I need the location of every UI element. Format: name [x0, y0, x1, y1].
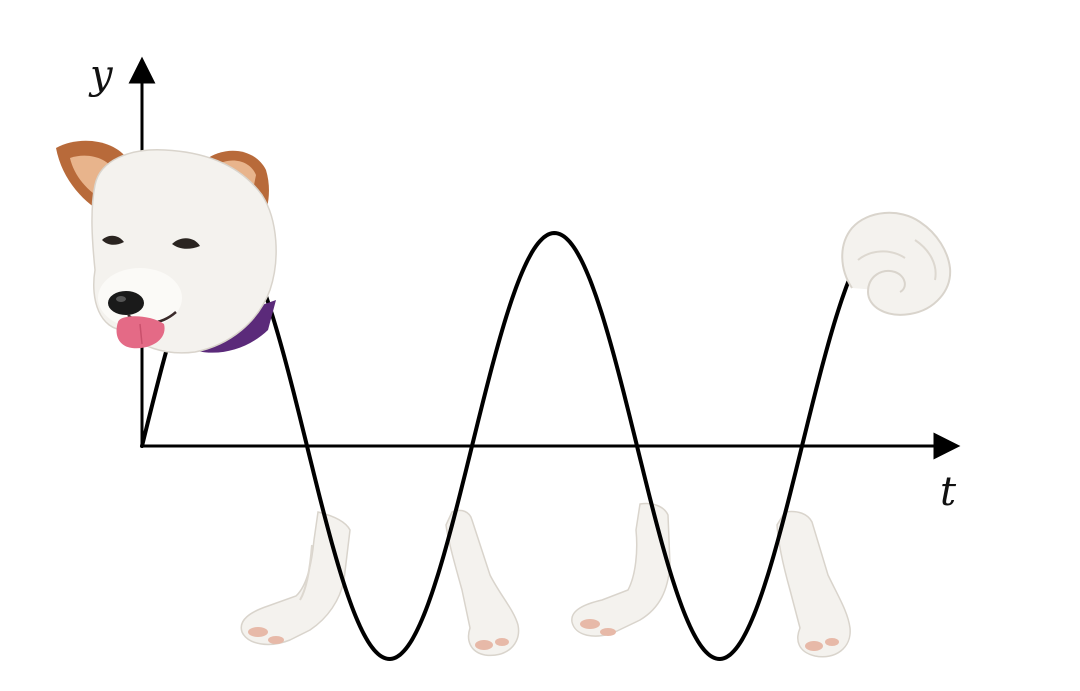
back-left-leg	[571, 502, 671, 637]
nose	[108, 291, 144, 315]
dog-tail	[841, 211, 952, 316]
y-axis-label: y	[88, 52, 114, 98]
back-right-leg	[776, 510, 851, 658]
collar	[180, 300, 276, 353]
t-axis-label: t	[940, 469, 957, 515]
right-eye	[172, 238, 200, 249]
dog-head	[56, 140, 277, 354]
front-left-leg	[240, 511, 351, 646]
left-eye	[102, 235, 124, 245]
front-right-leg	[445, 509, 520, 657]
dog-legs	[240, 502, 851, 658]
